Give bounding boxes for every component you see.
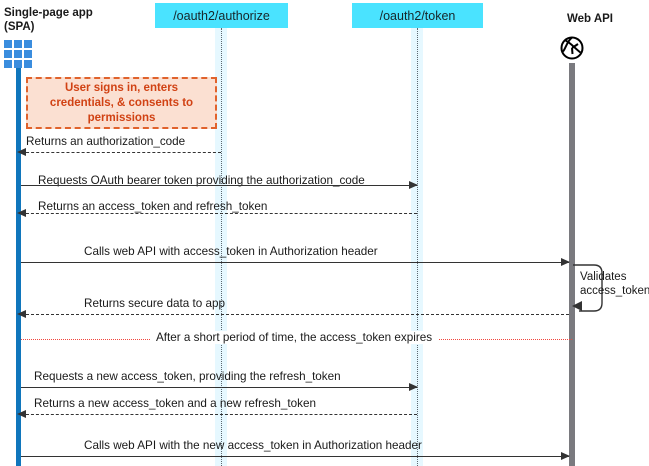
message-arrowhead-6 [409,383,418,391]
self-call-label-validates: Validates access_token [580,271,649,297]
message-label-2: Requests OAuth bearer token providing th… [38,174,365,187]
message-line-6 [21,387,417,388]
message-label-3: Returns an access_token and refresh_toke… [38,200,268,213]
message-arrowhead-2 [409,181,418,189]
self-call-validates [572,262,604,312]
lifeline-webapi [569,63,575,466]
message-arrowhead-3 [17,209,26,217]
message-label-7: Returns a new access_token and a new ref… [34,397,316,410]
message-line-3 [21,213,417,214]
message-arrowhead-1 [17,148,26,156]
message-line-4 [21,262,569,263]
message-line-2 [21,185,417,186]
message-line-8 [21,456,569,457]
lifeline-spa [16,68,21,466]
message-label-5: Returns secure data to app [84,297,225,310]
participant-title-spa: Single-page app (SPA) [4,7,93,33]
note-user-consent: User signs in, enters credentials, & con… [26,77,217,129]
participant-header-authorize[interactable]: /oauth2/authorize [155,3,288,28]
message-arrowhead-8 [561,452,570,460]
message-label-8: Calls web API with the new access_token … [84,439,422,452]
message-label-1: Returns an authorization_code [26,135,186,148]
message-line-1 [21,152,221,153]
participant-header-token[interactable]: /oauth2/token [352,3,483,28]
globe-icon [559,35,585,61]
message-arrowhead-5 [17,310,26,318]
message-line-7 [21,414,417,415]
message-label-4: Calls web API with access_token in Autho… [84,245,378,258]
lifeline-token [417,28,418,466]
message-arrowhead-4 [561,258,570,266]
app-grid-icon [4,40,34,70]
participant-title-webapi: Web API [566,13,613,25]
message-label-6: Requests a new access_token, providing t… [34,370,341,383]
message-arrowhead-7 [17,410,26,418]
lifeline-authorize [221,28,222,466]
divider-label-token-expires: After a short period of time, the access… [150,331,439,344]
message-line-5 [21,314,569,315]
